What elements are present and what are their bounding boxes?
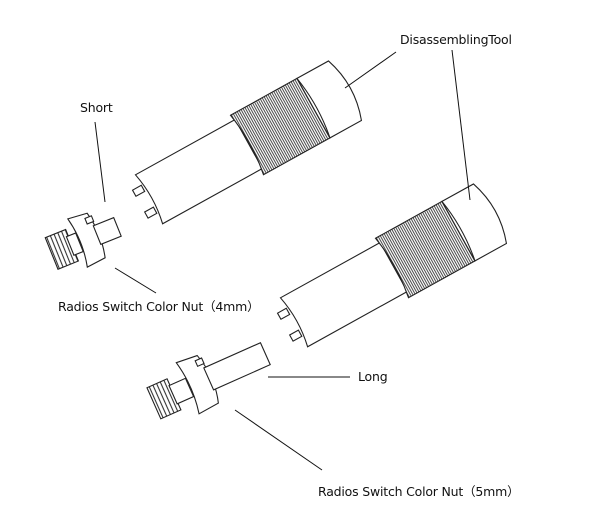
leader-short [94, 121, 106, 203]
color-nut-5mm [146, 341, 271, 420]
label-nut-5mm: Radios Switch Color Nut（5mm） [318, 484, 520, 499]
leader-nut-4mm [114, 267, 157, 294]
color-nut-4mm [44, 212, 122, 270]
label-short: Short [80, 100, 113, 115]
leader-nut-5mm [234, 409, 323, 471]
disassembling-tool-lower [268, 180, 513, 358]
label-disassembling-tool: DisassemblingTool [400, 32, 512, 47]
leader-tool-upper [344, 51, 397, 89]
label-nut-4mm: Radios Switch Color Nut（4mm） [58, 299, 260, 314]
label-long: Long [358, 369, 388, 384]
leader-tool-lower [451, 49, 471, 201]
disassembling-tool-upper [123, 57, 368, 235]
